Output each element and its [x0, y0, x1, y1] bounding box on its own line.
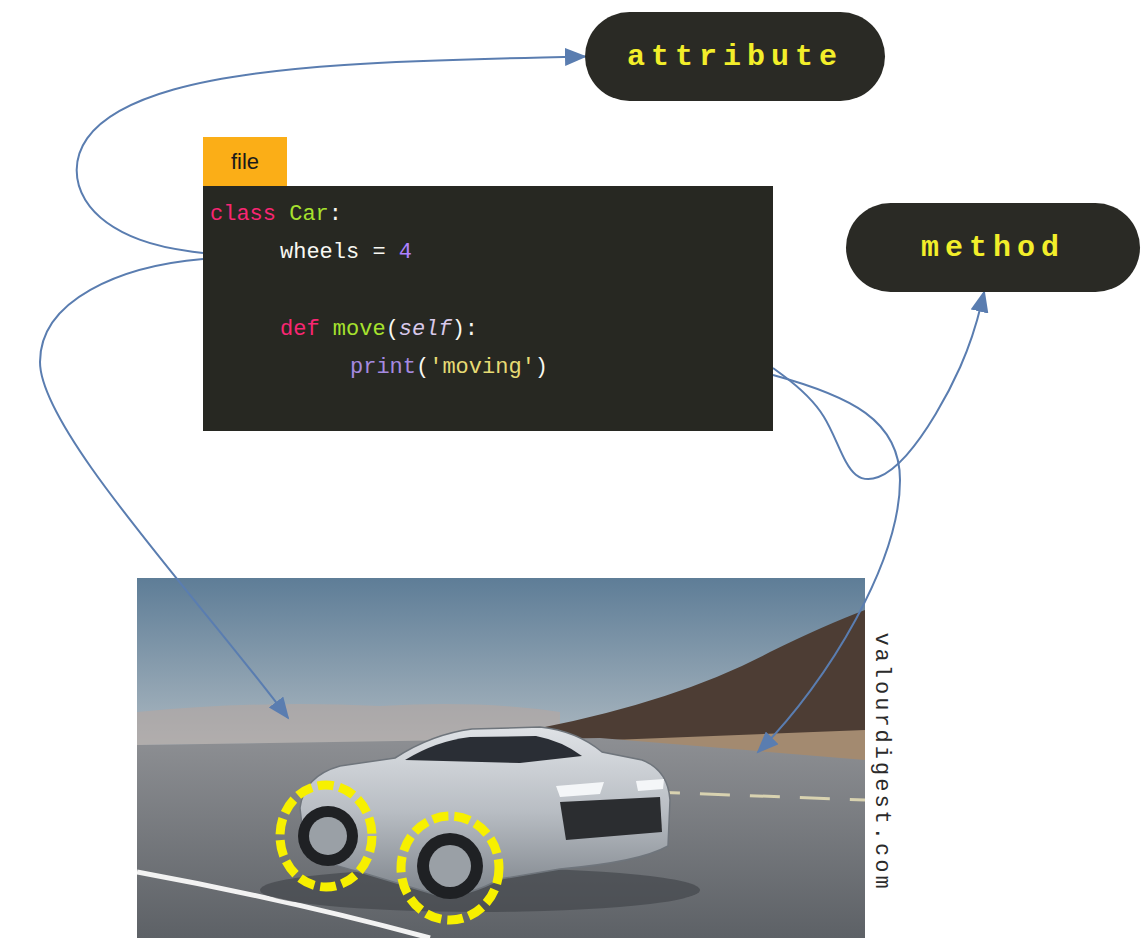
photo-scene [137, 578, 865, 938]
car-grille [560, 797, 662, 840]
sky [137, 578, 865, 938]
code-line: class Car: [210, 196, 763, 234]
car-headlight [556, 782, 604, 797]
car-rim [429, 845, 471, 887]
shoulder [560, 730, 865, 790]
wheel-highlight [280, 785, 372, 887]
hill [540, 610, 865, 770]
pill-label: method [921, 231, 1065, 265]
road [137, 738, 865, 938]
car-body [300, 727, 670, 896]
file-tab: file [203, 137, 287, 186]
attribute-pill: attribute [585, 12, 885, 101]
watermark: valourdigest.com [869, 632, 894, 891]
car-wheel [298, 806, 358, 866]
code-line: def move(self): [210, 311, 763, 349]
car-shadow [260, 868, 700, 912]
code-line: print('moving') [210, 349, 763, 387]
car-wheel [417, 833, 483, 899]
connector-arrow [773, 292, 984, 479]
method-pill: method [846, 203, 1140, 292]
car-rim [309, 817, 347, 855]
code-line: wheels = 4 [210, 234, 763, 272]
tab-label: file [231, 149, 259, 175]
road-line [137, 872, 430, 938]
pill-label: attribute [627, 40, 843, 74]
code-box: fileclass Car:wheels = 4def move(self):p… [203, 186, 773, 431]
car-window [405, 736, 582, 763]
watermark: valourdigest.com [869, 632, 894, 891]
car-headlight [636, 779, 664, 791]
road-mark [600, 790, 865, 800]
far-hills [137, 704, 560, 745]
wheel-highlight [401, 816, 499, 920]
